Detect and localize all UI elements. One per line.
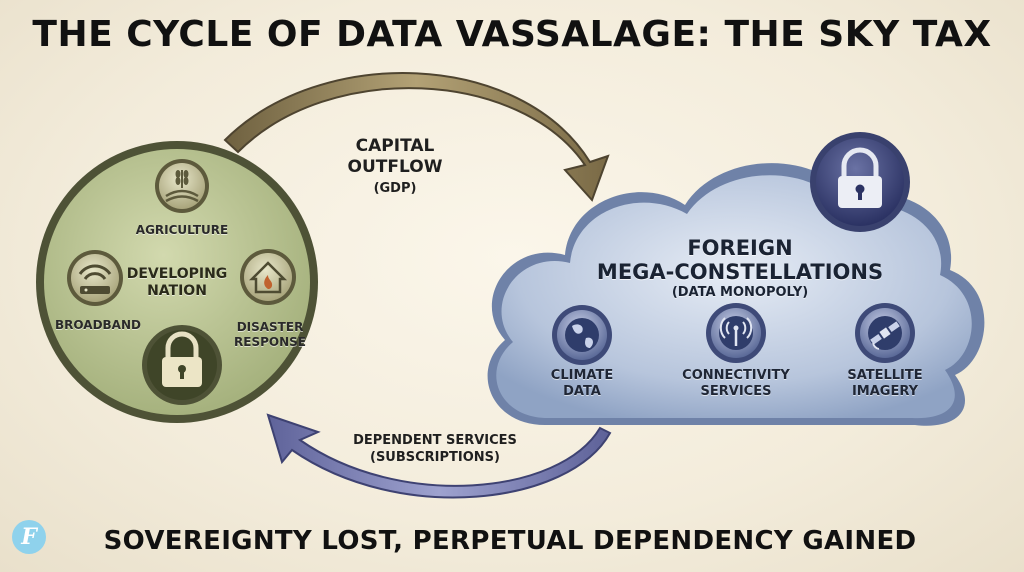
cloud-title: FOREIGN MEGA-CONSTELLATIONS: [570, 236, 910, 284]
sector-label-agriculture: AGRICULTURE: [135, 223, 229, 237]
nation-label: DEVELOPING NATION: [122, 266, 232, 300]
inflow-line1: DEPENDENT SERVICES: [353, 433, 517, 448]
dependent-services-arrow: [266, 413, 612, 499]
capital-outflow-arrow: [223, 72, 610, 202]
sector-label-broadband: BROADBAND: [55, 318, 141, 332]
brand-logo: F: [12, 520, 46, 554]
cloud-item-line2: DATA: [563, 384, 601, 399]
cloud-item-line1: CLIMATE: [550, 368, 614, 383]
wifi-router-icon: [67, 250, 123, 306]
padlock-icon: [810, 132, 910, 232]
cloud-title-line2: MEGA-CONSTELLATIONS: [596, 260, 884, 284]
cloud-item-satellite-imagery: SATELLITE IMAGERY: [835, 368, 935, 400]
footer-tagline: SOVEREIGNTY LOST, PERPETUAL DEPENDENCY G…: [103, 526, 917, 556]
antenna-signal-icon: [706, 303, 766, 363]
dependent-services-label: DEPENDENT SERVICES (SUBSCRIPTIONS): [345, 432, 525, 466]
padlock-icon: [142, 325, 222, 405]
cloud-item-climate-data: CLIMATE DATA: [537, 368, 627, 400]
cloud-title-line1: FOREIGN: [687, 236, 793, 260]
globe-icon: [552, 305, 612, 365]
cloud-item-line2: IMAGERY: [851, 384, 919, 399]
satellite-icon: [855, 303, 915, 363]
developing-nation-circle: [36, 141, 318, 423]
cloud-item-line1: SATELLITE: [847, 368, 923, 383]
sector-label-disaster-response: DISASTER RESPONSE: [225, 320, 315, 350]
outflow-line1: CAPITAL: [355, 136, 435, 156]
cloud-item-line2: SERVICES: [700, 384, 772, 399]
inflow-line2: (SUBSCRIPTIONS): [370, 450, 500, 465]
outflow-line2: OUTFLOW: [347, 157, 443, 177]
sector-label-line2: RESPONSE: [234, 335, 306, 349]
wheat-field-icon: [155, 159, 209, 213]
cloud-item-line1: CONNECTIVITY: [682, 368, 790, 383]
cloud-item-connectivity-services: CONNECTIVITY SERVICES: [671, 368, 801, 400]
outflow-line3: (GDP): [373, 181, 417, 196]
nation-label-line2: NATION: [147, 283, 207, 299]
page-title: THE CYCLE OF DATA VASSALAGE: THE SKY TAX: [32, 14, 992, 55]
house-fire-icon: [240, 249, 296, 305]
nation-label-line1: DEVELOPING: [126, 266, 228, 282]
sector-label-line1: DISASTER: [236, 320, 304, 334]
cloud-subtitle: (DATA MONOPOLY): [671, 285, 809, 300]
capital-outflow-label: CAPITAL OUTFLOW (GDP): [345, 136, 445, 199]
